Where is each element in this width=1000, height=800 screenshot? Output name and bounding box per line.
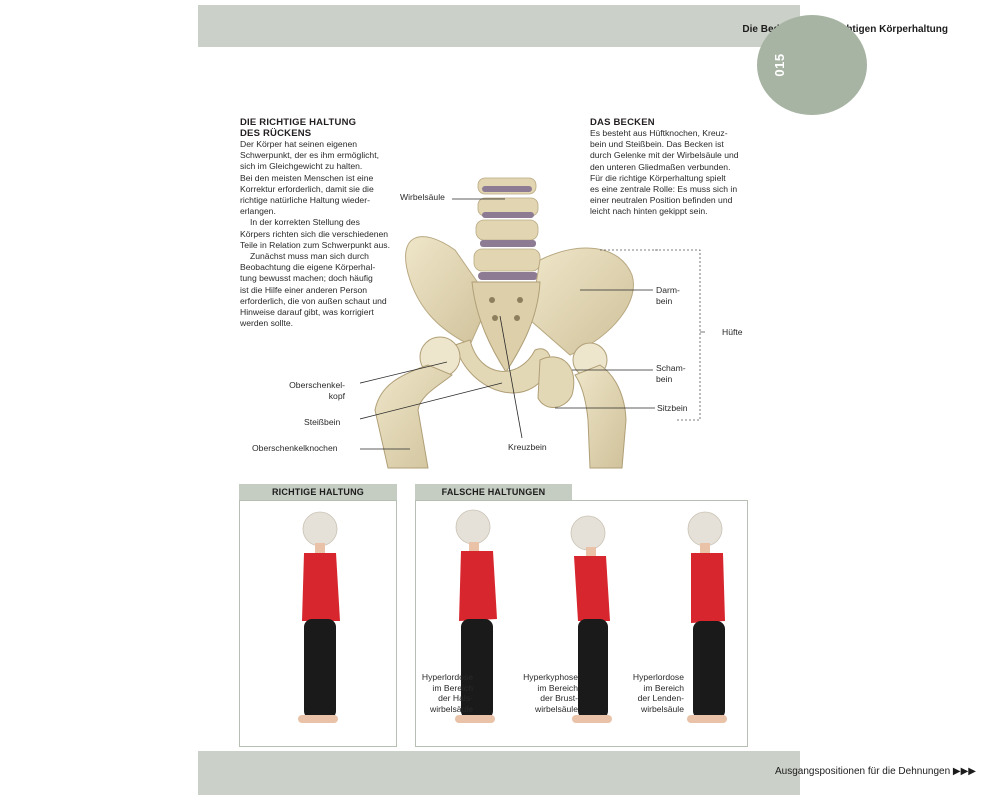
- text-line: Es besteht aus Hüftknochen, Kreuz-: [590, 128, 728, 138]
- text-line: Beobachtung die eigene Körperhal-: [240, 262, 376, 273]
- label-huefte: Hüfte: [722, 327, 743, 337]
- huefte-bracket-right: [655, 249, 705, 421]
- caption-line: Hyperlordose: [421, 672, 473, 682]
- text-line: Körpers richten sich die verschiedenen: [240, 228, 389, 239]
- text-line: Schwerpunkt, der es ihm ermöglicht,: [240, 150, 379, 161]
- right-femur: [574, 364, 627, 469]
- label-kreuzbein: Kreuzbein: [508, 442, 547, 452]
- correct-posture-title: RICHTIGE HALTUNG: [239, 484, 397, 501]
- right-ilium: [529, 247, 634, 356]
- caption-line: im Bereich: [643, 682, 684, 693]
- text-line: richtige natürliche Haltung wieder-: [240, 195, 370, 206]
- paragraph-2: In der korrekten Stellung des Körpers ri…: [240, 217, 405, 251]
- caption-hyperkyphose-brust: Hyperkyphose im Bereich der Brust- wirbe…: [510, 672, 578, 714]
- page-number-tab: [757, 15, 867, 115]
- paragraph-becken: Es besteht aus Hüftknochen, Kreuz- bein …: [590, 128, 760, 218]
- text-line: tung bewusst machen; doch häufig: [240, 273, 373, 284]
- caption-line: im Bereich: [537, 682, 578, 693]
- caption-line: Hyperkyphose: [523, 672, 578, 682]
- text-line: bein und Steißbein. Das Becken ist: [590, 139, 724, 150]
- figure-correct-posture: [298, 511, 340, 723]
- spine-vertebrae: [473, 177, 541, 280]
- label-schambein-line2: bein: [656, 373, 673, 384]
- text-line: durch Gelenke mit der Wirbelsäule und: [590, 150, 739, 161]
- pubic-ring: [454, 339, 551, 394]
- right-text-column: DAS BECKEN Es besteht aus Hüftknochen, K…: [590, 117, 760, 218]
- ischium: [537, 356, 575, 408]
- label-steissbein: Steißbein: [304, 417, 341, 427]
- figure-hyperlordose-lenden: [687, 511, 727, 723]
- label-schambein: Scham- bein: [656, 363, 686, 384]
- label-darmbein-line1: Darm-: [656, 285, 680, 295]
- header-bar: [198, 5, 800, 47]
- caption-line: wirbelsäule: [430, 703, 473, 714]
- section-heading-becken: DAS BECKEN: [590, 117, 655, 128]
- text-line: Hinweise darauf gibt, was korrigiert: [240, 307, 374, 318]
- section-heading-line1: DIE RICHTIGE HALTUNG: [240, 117, 357, 128]
- text-line: Teile in Relation zum Schwerpunkt aus.: [240, 239, 390, 250]
- caption-line: der Brust-: [540, 693, 578, 703]
- text-line: erlangen.: [240, 206, 276, 217]
- label-oberschenkelkopf-line2: kopf: [328, 390, 345, 401]
- text-line: den unteren Gliedmaßen verbunden.: [590, 161, 731, 172]
- text-line: erforderlich, die von außen schaut und: [240, 295, 387, 306]
- text-line: leicht nach hinten gekippt sein.: [590, 206, 708, 217]
- caption-hyperlordose-hals: Hyperlordose im Bereich der Hals- wirbel…: [405, 672, 473, 714]
- figure-hyperkyphose-brust: [570, 515, 612, 723]
- left-femur: [374, 364, 453, 469]
- section-heading-line2: DES RÜCKENS: [240, 128, 312, 139]
- label-darmbein: Darm- bein: [656, 285, 680, 306]
- text-line: Korrektur erforderlich, damit sie die: [240, 183, 374, 194]
- page-number: 015: [772, 53, 787, 77]
- posture-figures: [298, 509, 727, 723]
- caption-hyperlordose-lenden: Hyperlordose im Bereich der Lenden- wirb…: [616, 672, 684, 714]
- text-line: ist die Hilfe einer anderen Person: [240, 284, 368, 295]
- left-ilium: [405, 236, 491, 346]
- footer-next-chapter-link[interactable]: Ausgangspositionen für die Dehnungen ▶▶▶: [775, 766, 976, 777]
- label-schambein-line1: Scham-: [656, 363, 686, 373]
- text-line: einer neutralen Position befinden und: [590, 195, 733, 206]
- caption-line: der Hals-: [438, 693, 473, 703]
- paragraph-3: Zunächst muss man sich durch Beobachtung…: [240, 251, 405, 329]
- text-line: Der Körper hat seinen eigenen: [240, 139, 358, 149]
- caption-line: Hyperlordose: [632, 672, 684, 682]
- figure-hyperlordose-hals: [455, 509, 497, 723]
- label-wirbelsaeule: Wirbelsäule: [400, 192, 445, 202]
- text-line: werden sollte.: [240, 318, 294, 329]
- caption-line: im Bereich: [432, 682, 473, 693]
- huefte-bracket: [600, 249, 660, 251]
- text-line: Für die richtige Körperhaltung spielt: [590, 172, 726, 183]
- label-sitzbein: Sitzbein: [657, 403, 688, 413]
- caption-line: der Lenden-: [637, 693, 684, 703]
- text-line: Bei den meisten Menschen ist eine: [240, 172, 374, 183]
- label-oberschenkelkopf-line1: Oberschenkel-: [289, 380, 345, 390]
- label-oberschenkelkopf: Oberschenkel- kopf: [283, 380, 345, 401]
- text-line: es eine zentrale Rolle: Es muss sich in: [590, 184, 738, 195]
- footer-bar: [198, 751, 800, 795]
- text-line: Zunächst muss man sich durch: [250, 251, 369, 262]
- caption-line: wirbelsäule: [641, 703, 684, 714]
- paragraph-1: Der Körper hat seinen eigenen Schwerpunk…: [240, 139, 405, 217]
- pelvis-illustration: [360, 177, 660, 469]
- left-text-column: DIE RICHTIGE HALTUNG DES RÜCKENS Der Kör…: [240, 117, 405, 329]
- wrong-posture-title: FALSCHE HALTUNGEN: [415, 484, 572, 501]
- label-darmbein-line2: bein: [656, 295, 673, 306]
- leader-lines: [360, 198, 655, 450]
- label-oberschenkelknochen: Oberschenkelknochen: [252, 443, 338, 453]
- caption-line: wirbelsäule: [535, 703, 578, 714]
- text-line: In der korrekten Stellung des: [250, 217, 360, 228]
- text-line: sich im Gleichgewicht zu halten.: [240, 161, 363, 172]
